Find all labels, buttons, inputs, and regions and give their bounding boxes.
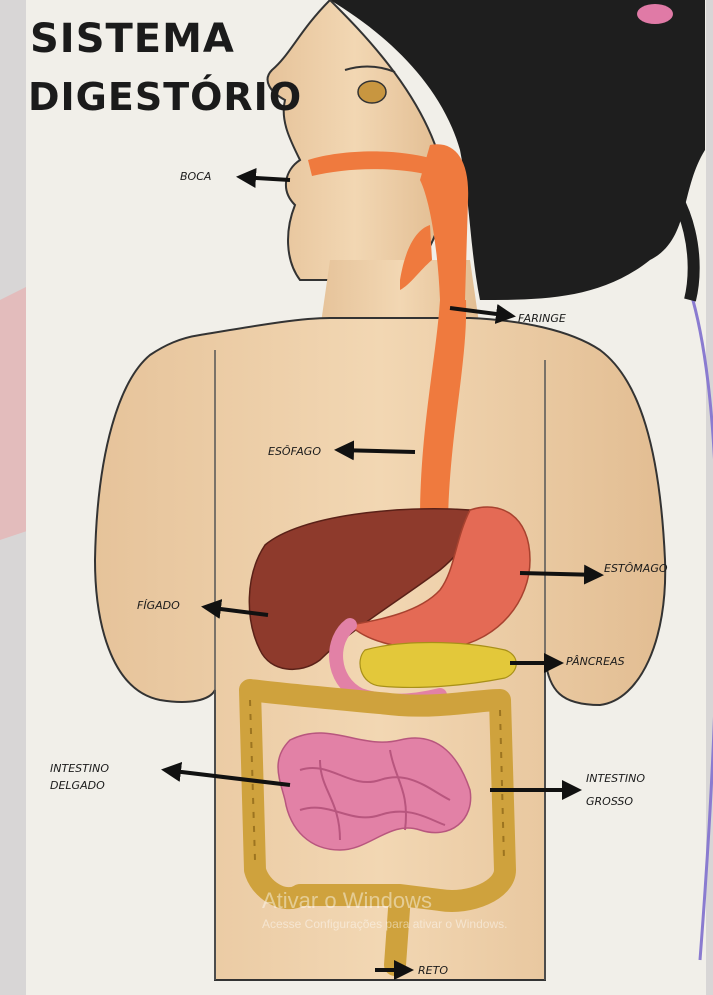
title-line-1: SISTEMA (30, 16, 235, 62)
label-boca: BOCA (180, 170, 211, 183)
watermark-line-2: Acesse Configurações para ativar o Windo… (262, 917, 507, 931)
watermark-line-1: Ativar o Windows (262, 888, 432, 913)
arrow-esofago (338, 450, 415, 452)
label-intestino-grosso-1: INTESTINO (586, 772, 645, 785)
label-estomago: ESTÔMAGO (604, 562, 668, 575)
label-esofago: ESÔFAGO (268, 445, 321, 458)
hair-bow (637, 4, 673, 24)
eye (358, 81, 386, 103)
label-pancreas: PÂNCREAS (566, 655, 625, 668)
arrow-estomago (520, 573, 600, 575)
pancreas (360, 643, 516, 688)
label-figado: FÍGADO (137, 599, 180, 612)
label-intestino-delgado-2: DELGADO (50, 779, 105, 792)
label-faringe: FARINGE (518, 312, 566, 325)
label-intestino-grosso-2: GROSSO (586, 795, 633, 808)
small-intestine (278, 733, 471, 850)
title-line-2: DIGESTÓRIO (28, 75, 302, 119)
label-reto: RETO (418, 964, 448, 977)
label-intestino-delgado-1: INTESTINO (50, 762, 109, 775)
